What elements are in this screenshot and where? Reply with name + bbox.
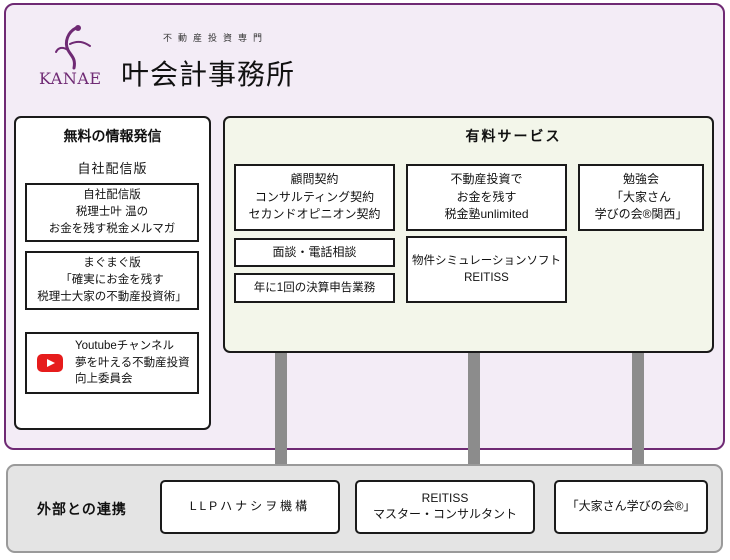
box-line: LLPハナシヲ機構 bbox=[189, 499, 311, 514]
kanae-logo-icon bbox=[55, 25, 91, 70]
box-line: 向上委員会 bbox=[75, 373, 133, 386]
youtube-box: Youtubeチャンネル 夢を叶える不動産投資 向上委員会 bbox=[25, 332, 199, 394]
box-line: 顧問契約 bbox=[290, 172, 339, 187]
box-line: REITISS bbox=[421, 491, 469, 506]
box-line: 面談・電話相談 bbox=[272, 244, 357, 259]
logo-text: KANAE bbox=[39, 69, 102, 88]
box-line: 税理士大家の不動産投資術」 bbox=[37, 290, 187, 303]
consultation-box: 面談・電話相談 bbox=[234, 238, 395, 267]
partner-llp-box: LLPハナシヲ機構 bbox=[160, 480, 340, 534]
partner-title: 外部との連携 bbox=[37, 502, 127, 518]
box-line: 物件シミュレーションソフト bbox=[411, 254, 562, 267]
tagline: 不動産投資専門 bbox=[163, 34, 269, 44]
box-line: マスター・コンサルタント bbox=[372, 507, 517, 521]
box-line: 「大家さん bbox=[610, 189, 671, 204]
box-line: 自社配信版 bbox=[83, 189, 141, 202]
free-info-subtitle: 自社配信版 bbox=[77, 161, 148, 176]
partner-study-group-box: 「大家さん学びの会®」 bbox=[554, 480, 708, 534]
box-line: 税金塾unlimited bbox=[444, 207, 529, 222]
box-line: 「確実にお金を残す bbox=[60, 274, 164, 287]
box-line: 「大家さん学びの会®」 bbox=[566, 499, 696, 514]
office-name: 叶会計事務所 bbox=[121, 58, 296, 91]
box-line: 夢を叶える不動産投資 bbox=[75, 356, 190, 369]
paid-services-panel bbox=[223, 116, 714, 353]
study-group-box: 勉強会 「大家さん 学びの会®関西」 bbox=[578, 164, 704, 231]
box-line: 年に1回の決算申告業務 bbox=[253, 281, 376, 294]
tax-school-box: 不動産投資で お金を残す 税金塾unlimited bbox=[406, 164, 567, 231]
box-line: 学びの会®関西」 bbox=[594, 207, 688, 222]
partner-reitiss-box: REITISS マスター・コンサルタント bbox=[355, 480, 535, 534]
box-line: 税理士叶 温の bbox=[75, 206, 149, 219]
advisory-contract-box: 顧問契約 コンサルティング契約 セカンドオピニオン契約 bbox=[234, 164, 395, 231]
box-line: 勉強会 bbox=[622, 172, 659, 187]
annual-filing-box: 年に1回の決算申告業務 bbox=[234, 273, 395, 303]
mag2-box: まぐまぐ版 「確実にお金を残す 税理士大家の不動産投資術」 bbox=[25, 251, 199, 310]
box-line: 不動産投資で bbox=[450, 172, 523, 187]
box-line: REITISS bbox=[464, 271, 509, 284]
box-line: お金を残す税金メルマガ bbox=[48, 222, 176, 235]
box-line: まぐまぐ版 bbox=[83, 257, 141, 270]
newsletter-box: 自社配信版 税理士叶 温の お金を残す税金メルマガ bbox=[25, 183, 199, 242]
paid-services-title: 有料サービス bbox=[465, 129, 562, 145]
box-line: Youtubeチャンネル bbox=[75, 339, 174, 352]
youtube-icon bbox=[37, 354, 63, 372]
youtube-text: Youtubeチャンネル 夢を叶える不動産投資 向上委員会 bbox=[75, 338, 190, 388]
simulation-software-box: 物件シミュレーションソフト REITISS bbox=[406, 236, 567, 303]
box-line: コンサルティング契約 bbox=[254, 189, 375, 204]
box-line: セカンドオピニオン契約 bbox=[248, 207, 381, 222]
free-info-title: 無料の情報発信 bbox=[63, 129, 162, 145]
box-line: お金を残す bbox=[456, 189, 517, 204]
